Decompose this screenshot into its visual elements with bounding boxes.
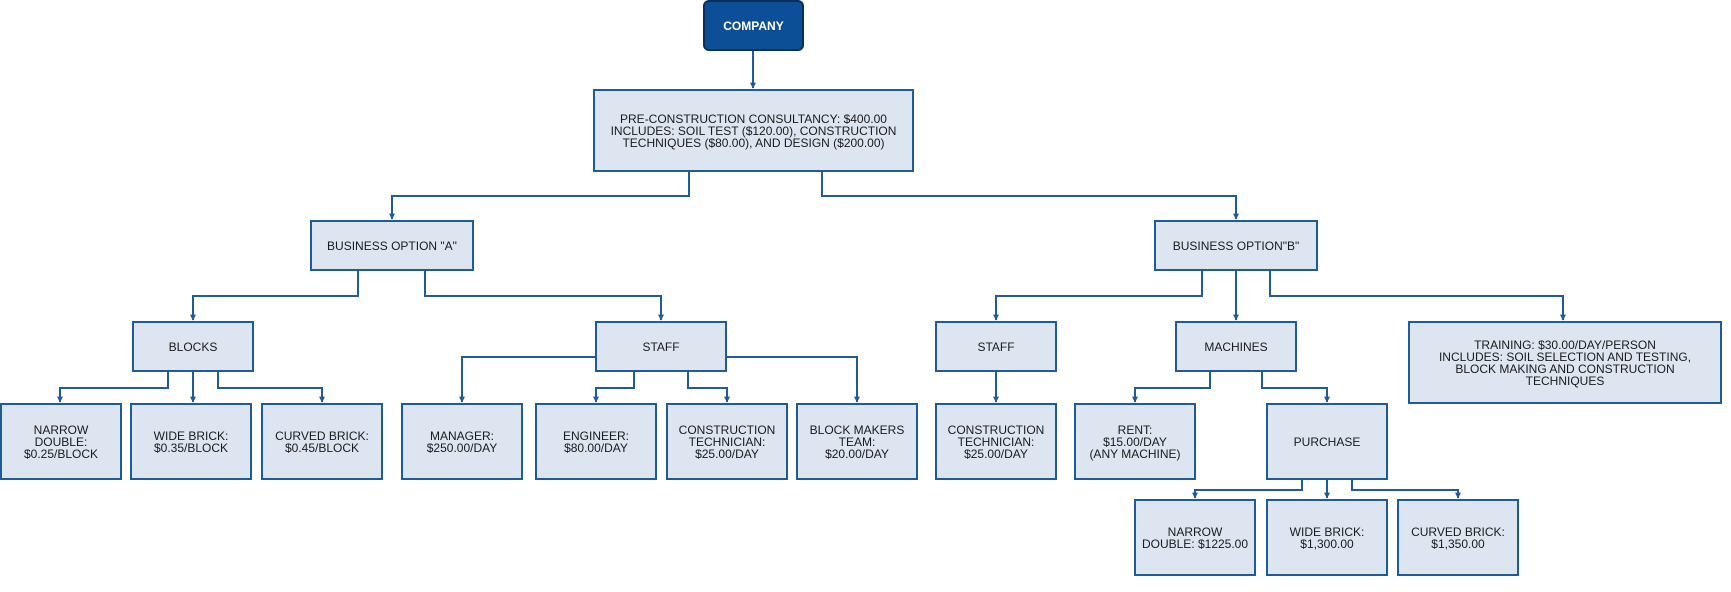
business-option-b-label: BUSINESS OPTION"B" (1172, 238, 1300, 253)
blocks-label: BLOCKS (168, 339, 218, 354)
connector-staff-a-technician (687, 372, 730, 403)
connector-blocks-narrow-double (57, 372, 169, 403)
staff-b-node: STAFF (935, 321, 1057, 372)
narrow-double-block-node: NARROW DOUBLE: $0.25/BLOCK (0, 403, 122, 480)
wide-brick-purchase-node: WIDE BRICK: $1,300.00 (1266, 499, 1388, 576)
business-option-a-node: BUSINESS OPTION "A" (310, 220, 474, 271)
training-label: TRAINING: $30.00/DAY/PERSON INCLUDES: SO… (1438, 337, 1692, 388)
consultancy-node: PRE-CONSTRUCTION CONSULTANCY: $400.00 IN… (593, 89, 914, 172)
staff-b-label: STAFF (977, 339, 1015, 354)
connector-staff-a-block-makers (726, 356, 860, 403)
engineer-label: ENGINEER: $80.00/DAY (562, 428, 629, 455)
wide-brick-purchase-label: WIDE BRICK: $1,300.00 (1289, 524, 1365, 551)
connector-option-a-blocks (190, 270, 359, 321)
block-makers-team-label: BLOCK MAKERS TEAM: $20.00/DAY (809, 422, 905, 461)
purchase-label: PURCHASE (1293, 434, 1361, 449)
rent-label: RENT: $15.00/DAY (ANY MACHINE) (1089, 422, 1181, 461)
connector-purchase-curved-brick (1351, 480, 1461, 499)
machines-label: MACHINES (1204, 339, 1268, 354)
wide-brick-block-node: WIDE BRICK: $0.35/BLOCK (130, 403, 252, 480)
blocks-node: BLOCKS (132, 321, 254, 372)
curved-brick-purchase-label: CURVED BRICK: $1,350.00 (1411, 524, 1505, 551)
narrow-double-block-label: NARROW DOUBLE: $0.25/BLOCK (23, 422, 99, 461)
company-label: COMPANY (723, 18, 784, 33)
connector-option-b-staff (993, 270, 1203, 321)
block-makers-team-node: BLOCK MAKERS TEAM: $20.00/DAY (796, 403, 918, 480)
construction-technician-b-label: CONSTRUCTION TECHNICIAN: $25.00/DAY (947, 422, 1045, 461)
narrow-double-purchase-label: NARROW DOUBLE: $1225.00 (1141, 524, 1249, 551)
connector-consultancy-option-a (389, 172, 690, 220)
connector-machines-purchase (1261, 372, 1330, 403)
connector-machines-rent (1132, 372, 1211, 403)
company-node: COMPANY (703, 0, 804, 51)
manager-label: MANAGER: $250.00/DAY (426, 428, 498, 455)
training-node: TRAINING: $30.00/DAY/PERSON INCLUDES: SO… (1408, 321, 1722, 404)
wide-brick-block-label: WIDE BRICK: $0.35/BLOCK (153, 428, 229, 455)
business-option-b-node: BUSINESS OPTION"B" (1154, 220, 1318, 271)
connector-purchase-narrow-double (1192, 480, 1303, 499)
construction-technician-b-node: CONSTRUCTION TECHNICIAN: $25.00/DAY (935, 403, 1057, 480)
rent-node: RENT: $15.00/DAY (ANY MACHINE) (1074, 403, 1196, 480)
consultancy-label: PRE-CONSTRUCTION CONSULTANCY: $400.00 IN… (610, 111, 897, 150)
engineer-node: ENGINEER: $80.00/DAY (535, 403, 657, 480)
construction-technician-a-label: CONSTRUCTION TECHNICIAN: $25.00/DAY (678, 422, 776, 461)
connector-staff-a-engineer (593, 372, 635, 403)
connector-staff-a-manager (459, 356, 596, 403)
machines-node: MACHINES (1175, 321, 1297, 372)
curved-brick-purchase-node: CURVED BRICK: $1,350.00 (1397, 499, 1519, 576)
curved-brick-block-node: CURVED BRICK: $0.45/BLOCK (261, 403, 383, 480)
connector-option-b-training (1269, 270, 1566, 321)
staff-a-label: STAFF (642, 339, 680, 354)
connector-option-a-staff (424, 270, 664, 321)
business-option-a-label: BUSINESS OPTION "A" (327, 238, 457, 253)
staff-a-node: STAFF (595, 321, 727, 372)
curved-brick-block-label: CURVED BRICK: $0.45/BLOCK (275, 428, 369, 455)
purchase-node: PURCHASE (1266, 403, 1388, 480)
connector-consultancy-option-b (821, 172, 1239, 220)
construction-technician-a-node: CONSTRUCTION TECHNICIAN: $25.00/DAY (666, 403, 788, 480)
manager-node: MANAGER: $250.00/DAY (401, 403, 523, 480)
connector-blocks-curved-brick (217, 372, 325, 403)
narrow-double-purchase-node: NARROW DOUBLE: $1225.00 (1134, 499, 1256, 576)
